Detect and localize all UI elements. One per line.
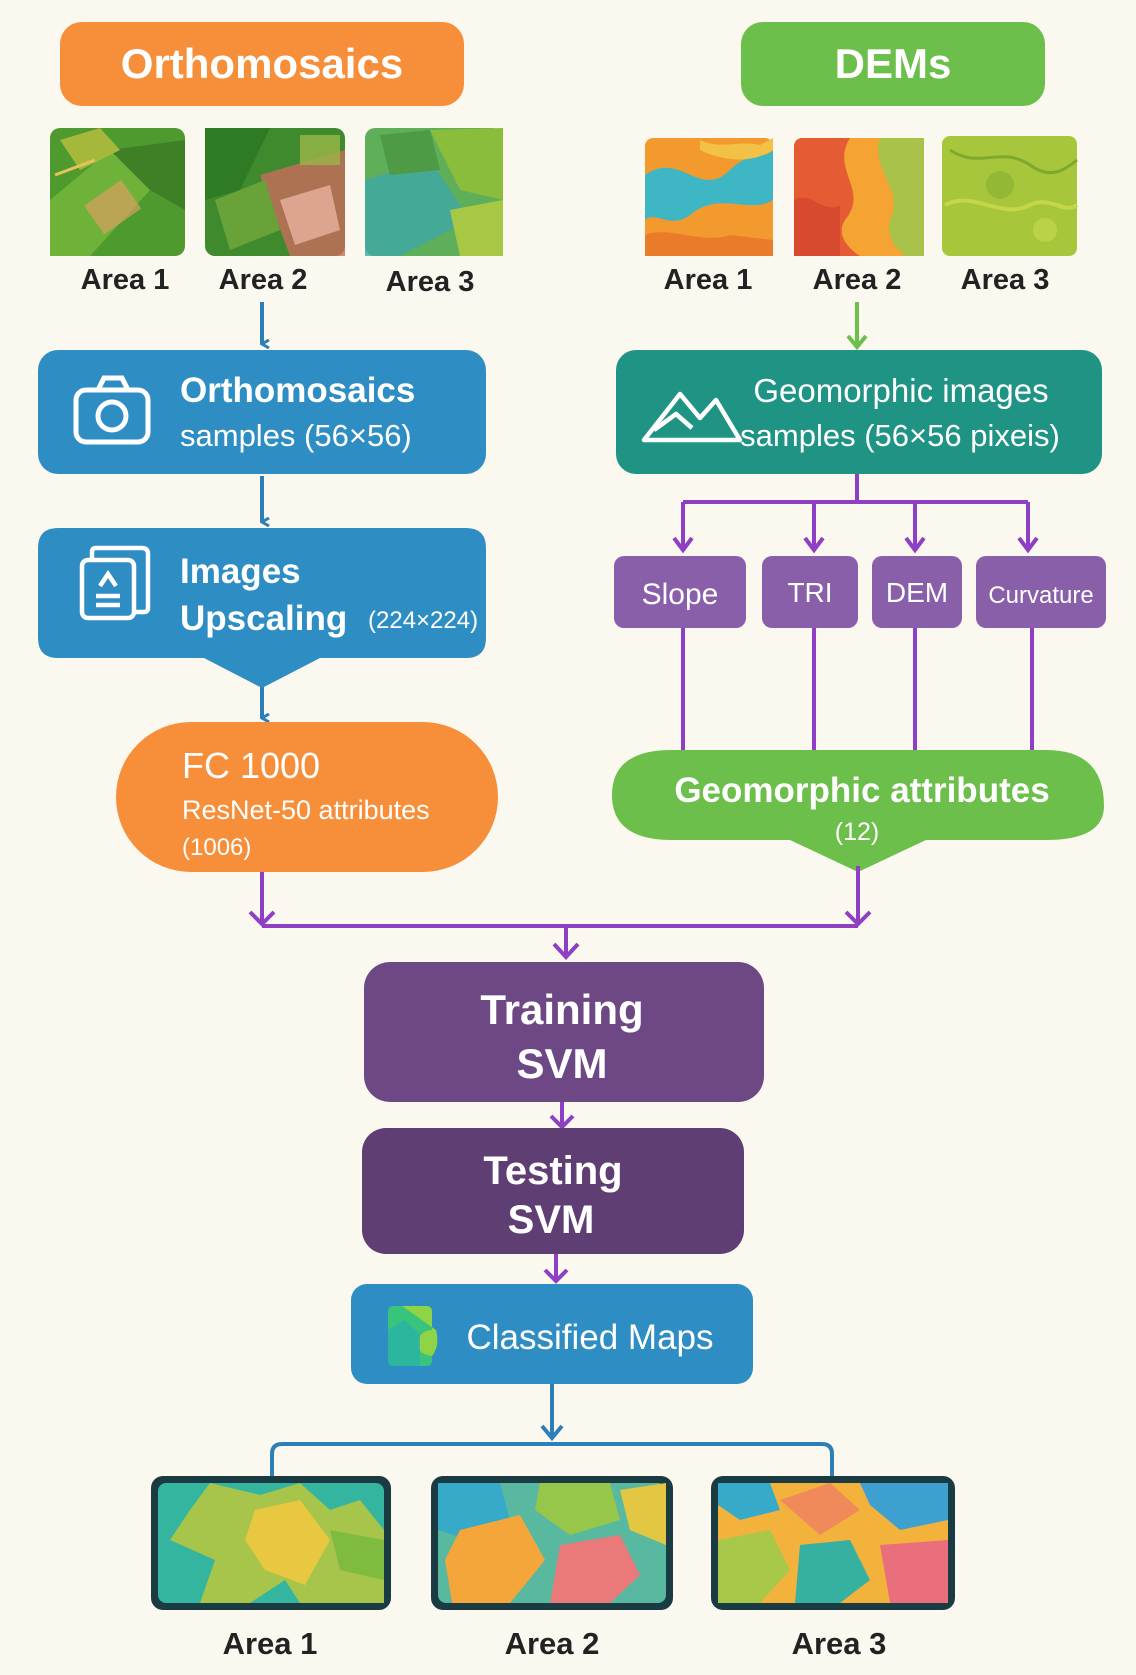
- classified-map-area-3: [711, 1476, 955, 1610]
- dem-area-label-3: Area 3: [961, 264, 1050, 296]
- upscaling-line-1: Images: [180, 552, 301, 591]
- geomorphic-line-2: samples (56×56 pixeis): [740, 418, 1060, 453]
- map-area-label-3: Area 3: [792, 1626, 887, 1661]
- attribute-curvature: Curvature: [976, 556, 1106, 628]
- classified-map-area-2: [431, 1476, 673, 1610]
- dem-thumbnail-area-3: [942, 136, 1079, 256]
- dem-thumbnail-area-1: [645, 138, 773, 256]
- testing-to-maps-arrow: [543, 1254, 569, 1284]
- map-area-label-2: Area 2: [505, 1626, 600, 1661]
- attribute-label-curvature: Curvature: [988, 582, 1093, 609]
- testing-line-1: Testing: [483, 1149, 622, 1193]
- geomorphic-branch-connectors: [672, 474, 1039, 752]
- testing-svm-box: Testing SVM: [362, 1128, 744, 1254]
- ortho-thumbnail-area-1: [50, 128, 185, 256]
- geomorphic-samples-box: Geomorphic images samples (56×56 pixeis): [616, 350, 1102, 474]
- ortho-area-label-1: Area 1: [81, 264, 170, 296]
- dems-header: DEMs: [741, 22, 1045, 106]
- orthomosaics-header: Orthomosaics: [60, 22, 464, 106]
- upscaling-line-2: Upscaling: [180, 599, 347, 638]
- ortho-samples-line-1: Orthomosaics: [180, 371, 415, 410]
- orthomosaics-samples-box: Orthomosaics samples (56×56): [38, 350, 486, 474]
- attribute-slope: Slope: [614, 556, 746, 628]
- fc-line-1: FC 1000: [182, 745, 320, 786]
- geomorphic-attributes-pill: Geomorphic attributes (12): [612, 750, 1104, 872]
- training-line-1: Training: [480, 986, 643, 1033]
- dem-thumbnail-area-2: [794, 138, 924, 256]
- geomorphic-line-1: Geomorphic images: [753, 372, 1048, 409]
- training-line-2: SVM: [516, 1040, 607, 1087]
- attribute-tri: TRI: [762, 556, 858, 628]
- geo-attributes-line-2: (12): [835, 818, 879, 846]
- output-connectors: [270, 1384, 834, 1480]
- orthomosaics-title: Orthomosaics: [121, 40, 403, 87]
- training-svm-box: Training SVM: [364, 962, 764, 1102]
- attribute-label-dem: DEM: [886, 577, 948, 608]
- mountain-icon: [641, 391, 743, 443]
- attribute-label-tri: TRI: [787, 577, 832, 608]
- dem-to-geomorphic-arrow: [846, 302, 868, 351]
- ortho-samples-line-2: samples (56×56): [180, 418, 412, 453]
- dems-title: DEMs: [835, 40, 952, 87]
- testing-line-2: SVM: [508, 1198, 595, 1242]
- attribute-dem: DEM: [872, 556, 962, 628]
- map-logo-icon: [388, 1306, 438, 1366]
- classified-map-area-1: [151, 1476, 391, 1610]
- geo-attributes-line-1: Geomorphic attributes: [674, 771, 1049, 810]
- ortho-thumbnail-area-3: [365, 128, 503, 256]
- classified-maps-box: Classified Maps: [351, 1284, 753, 1384]
- attribute-label-slope: Slope: [642, 578, 719, 611]
- upscaling-size: (224×224): [368, 607, 478, 634]
- training-to-testing-arrow: [549, 1102, 575, 1130]
- fc-line-2: ResNet-50 attributes: [182, 795, 430, 825]
- merge-connectors: [248, 866, 872, 960]
- dem-area-label-1: Area 1: [664, 264, 753, 296]
- upscale-icon: [79, 545, 151, 621]
- dem-area-label-2: Area 2: [813, 264, 902, 296]
- resnet-attributes-pill: FC 1000 ResNet-50 attributes (1006): [116, 722, 498, 872]
- fc-line-3: (1006): [182, 834, 251, 861]
- camera-icon: [73, 375, 151, 445]
- ortho-thumbnail-area-2: [205, 128, 345, 256]
- map-area-label-1: Area 1: [223, 1626, 318, 1661]
- classified-maps-title: Classified Maps: [466, 1318, 713, 1357]
- ortho-area-label-2: Area 2: [219, 264, 308, 296]
- ortho-area-label-3: Area 3: [386, 266, 475, 298]
- images-upscaling-box: Images Upscaling (224×224): [38, 528, 486, 688]
